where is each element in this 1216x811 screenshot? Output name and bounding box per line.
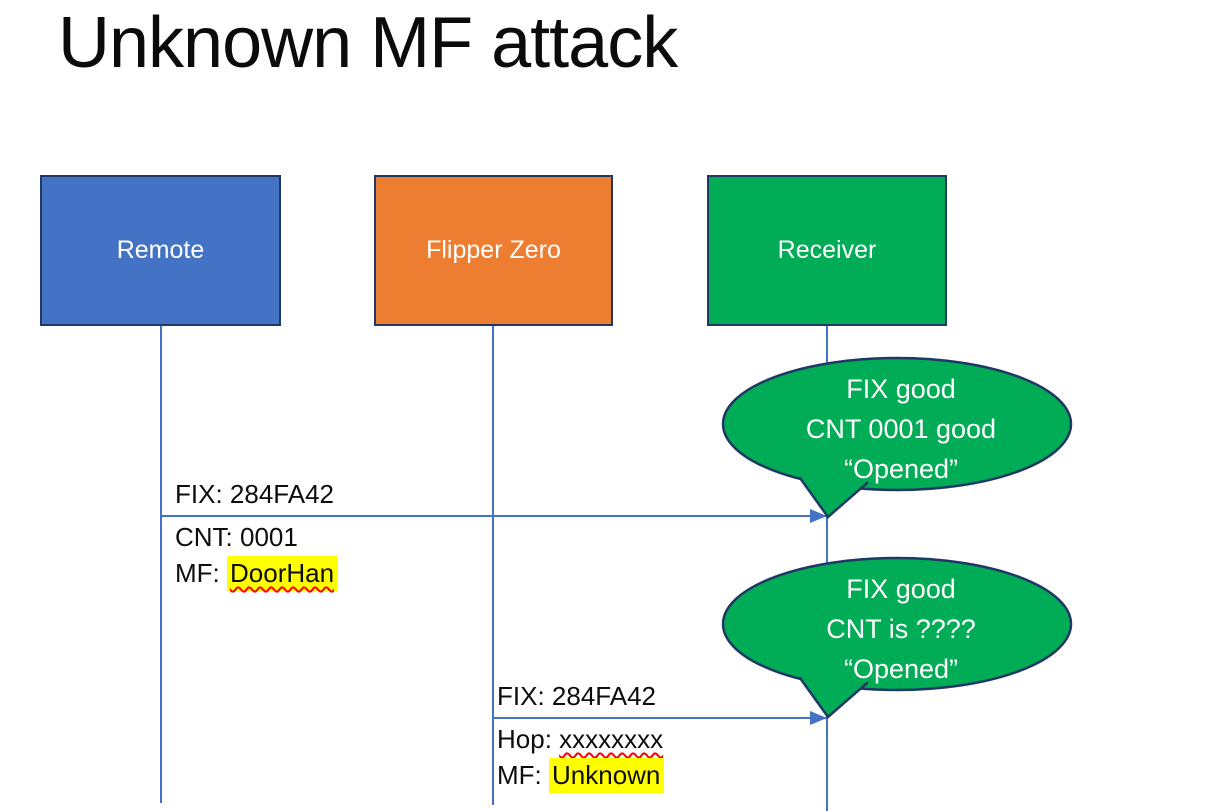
- lifeline-remote: [160, 326, 162, 803]
- speech-bubble-2-text: FIX good CNT is ???? “Opened”: [731, 569, 1071, 689]
- actor-label-receiver: Receiver: [777, 236, 877, 264]
- bubble-line: CNT 0001 good: [805, 414, 997, 444]
- message-2-fix-label: FIX: 284FA42: [497, 681, 656, 711]
- bubble-line: FIX good: [846, 574, 956, 604]
- message-1-mf-value-highlighted: DoorHan: [227, 556, 339, 591]
- message-1-cnt-label: CNT: 0001: [175, 522, 298, 552]
- message-arrow-remote-to-receiver: [161, 509, 827, 523]
- lifeline-flipper-zero: [492, 326, 494, 805]
- message-2-hop-prefix: Hop:: [497, 724, 560, 754]
- message-2-hop-value: xxxxxxxx: [559, 724, 664, 754]
- actor-box-receiver: Receiver: [707, 175, 947, 326]
- bubble-line: “Opened”: [843, 454, 959, 484]
- actor-label-flipper-zero: Flipper Zero: [426, 236, 561, 264]
- message-2-hop-label: Hop: xxxxxxxx: [497, 722, 663, 756]
- message-2-mf-label: MF: Unknown: [497, 758, 665, 793]
- speech-bubble-2: FIX good CNT is ???? “Opened”: [715, 556, 1087, 726]
- actor-box-flipper-zero: Flipper Zero: [374, 175, 613, 326]
- speech-bubble-shape: [721, 356, 1073, 519]
- actor-box-remote: Remote: [40, 175, 281, 326]
- bubble-line: CNT is ????: [826, 614, 976, 644]
- message-2-mf-value-highlighted: Unknown: [549, 758, 665, 793]
- message-arrow-flipper-to-receiver: [493, 711, 827, 725]
- arrowhead-icon: [810, 711, 827, 725]
- actor-label-remote: Remote: [116, 236, 205, 264]
- slide-title: Unknown MF attack: [58, 3, 678, 83]
- message-1-mf-label: MF: DoorHan: [175, 556, 339, 591]
- arrowhead-icon: [810, 509, 827, 523]
- bubble-line: FIX good: [846, 374, 956, 404]
- speech-bubble-shape: [721, 556, 1073, 719]
- speech-bubble-1-text: FIX good CNT 0001 good “Opened”: [731, 369, 1071, 489]
- speech-bubble-1: FIX good CNT 0001 good “Opened”: [715, 356, 1087, 526]
- message-2-mf-prefix: MF:: [497, 760, 549, 790]
- bubble-line: “Opened”: [843, 654, 959, 684]
- message-1-fix-label: FIX: 284FA42: [175, 479, 334, 509]
- message-1-mf-prefix: MF:: [175, 558, 227, 588]
